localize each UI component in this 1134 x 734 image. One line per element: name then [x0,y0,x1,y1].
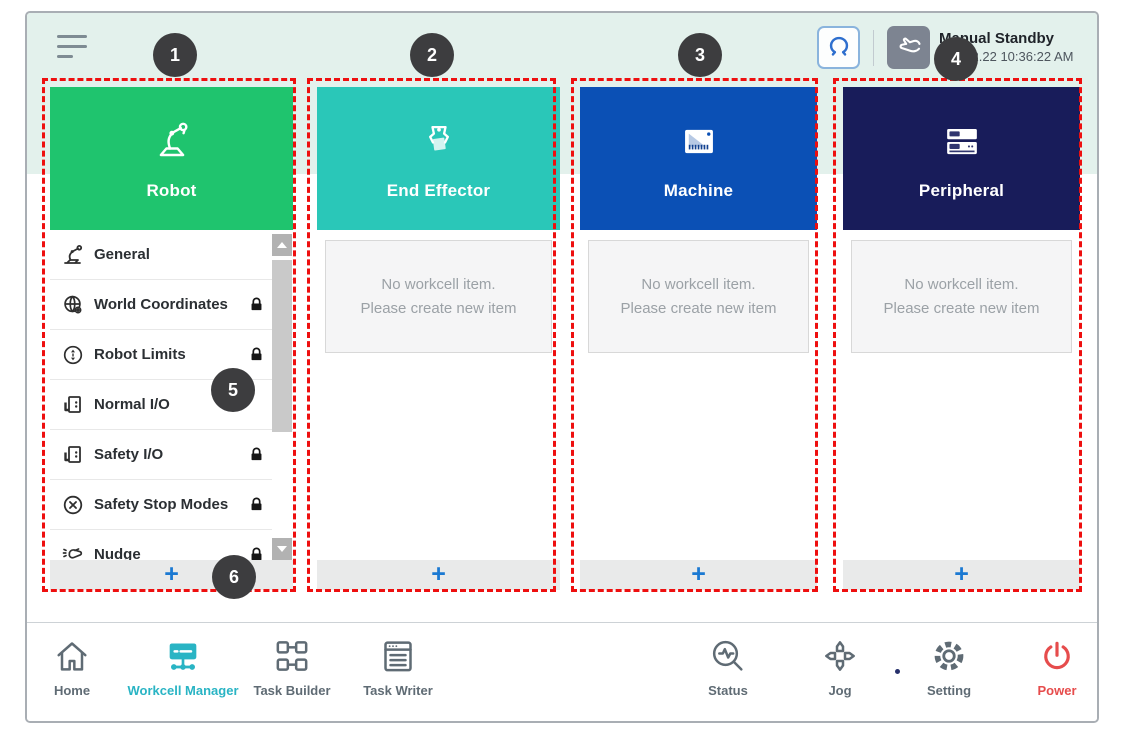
end-effector-card[interactable]: End Effector [317,87,560,230]
hand-icon [894,31,924,64]
lock-icon [248,346,265,368]
empty-state: No workcell item. Please create new item [851,240,1072,353]
list-item-safety-stop-modes[interactable]: Safety Stop Modes [50,480,293,530]
list-item-label: Robot Limits [94,346,186,363]
annotation-circle-6: 6 [212,555,256,599]
scrollbar [272,234,292,560]
end-effector-column: End Effector No workcell item. Please cr… [317,87,560,590]
safety-stop-modes-icon [60,492,86,518]
nav-task-writer[interactable]: Task Writer [338,633,458,698]
robot-limits-icon [60,342,86,368]
peripheral-card[interactable]: Peripheral [843,87,1080,230]
status-icon [678,633,778,679]
power-icon [1007,633,1097,679]
list-item-label: Normal I/O [94,396,170,413]
annotation-circle-2: 2 [410,33,454,77]
lock-icon [248,496,265,518]
empty-line-1: No workcell item. [904,276,1019,293]
normal-io-icon [60,392,86,418]
robot-column: Robot General [50,87,293,590]
manual-mode-button[interactable] [887,26,930,69]
empty-line-1: No workcell item. [641,276,756,293]
menu-icon-line [57,55,73,58]
bottom-navigation: Home Workcell Manager [27,622,1097,721]
peripheral-add-button[interactable]: + [843,560,1080,590]
list-item-robot-limits[interactable]: Robot Limits [50,330,293,380]
task-writer-icon [338,633,458,679]
menu-button[interactable] [57,35,89,61]
list-item-normal-io[interactable]: Normal I/O [50,380,293,430]
plus-icon: + [691,560,706,588]
scrollbar-thumb[interactable] [272,260,292,432]
gripper-icon [825,32,853,63]
robot-title: Robot [146,181,197,200]
list-item-general[interactable]: General [50,230,293,280]
workcell-manager-icon [113,633,253,679]
empty-state: No workcell item. Please create new item [588,240,809,353]
robot-card[interactable]: Robot [50,87,293,230]
peripheral-column: Peripheral No workcell item. Please crea… [843,87,1080,590]
nav-setting[interactable]: Setting [899,633,999,698]
empty-line-2: Please create new item [620,300,777,317]
annotation-circle-1: 1 [153,33,197,77]
list-item-world-coordinates[interactable]: World Coordinates [50,280,293,330]
list-item-safety-io[interactable]: Safety I/O [50,430,293,480]
lock-icon [248,446,265,468]
end-effector-icon [413,116,465,173]
end-effector-add-button[interactable]: + [317,560,560,590]
notification-dot [895,669,900,674]
safety-io-icon [60,442,86,468]
nav-home[interactable]: Home [32,633,112,698]
list-item-label: Safety I/O [94,446,164,463]
world-coordinates-icon [60,292,86,318]
nav-status[interactable]: Status [678,633,778,698]
empty-line-1: No workcell item. [381,276,496,293]
machine-column: Machine No workcell item. Please create … [580,87,817,590]
lock-icon [248,296,265,318]
menu-icon-line [57,45,87,48]
peripheral-icon [936,116,988,173]
scroll-down-button[interactable] [272,538,292,560]
list-item-nudge[interactable]: Nudge [50,530,293,560]
nav-task-builder[interactable]: Task Builder [232,633,352,698]
robot-add-button[interactable]: + [50,560,293,590]
annotation-circle-5: 5 [211,368,255,412]
annotation-circle-3: 3 [678,33,722,77]
nav-workcell-manager[interactable]: Workcell Manager [113,633,253,698]
lock-icon [248,546,265,560]
app-window: Manual Standby 2022.2.22 10:36:22 AM Rob… [25,11,1099,723]
machine-title: Machine [663,181,734,200]
nudge-icon [60,542,86,561]
machine-card[interactable]: Machine [580,87,817,230]
plus-icon: + [954,560,969,588]
scroll-up-button[interactable] [272,234,292,256]
machine-add-button[interactable]: + [580,560,817,590]
list-item-label: Nudge [94,546,141,560]
robot-item-list: General World Coordinates [50,230,293,560]
gripper-status-button[interactable] [817,26,860,69]
nav-power[interactable]: Power [1007,633,1097,698]
end-effector-title: End Effector [386,181,491,200]
empty-state: No workcell item. Please create new item [325,240,552,353]
plus-icon: + [164,560,179,588]
home-icon [32,633,112,679]
nav-jog[interactable]: Jog [790,633,890,698]
peripheral-title: Peripheral [918,181,1005,200]
empty-line-2: Please create new item [883,300,1040,317]
jog-icon [790,633,890,679]
general-icon [60,242,86,268]
list-item-label: Safety Stop Modes [94,496,229,513]
empty-line-2: Please create new item [360,300,517,317]
setting-icon [899,633,999,679]
plus-icon: + [431,560,446,588]
list-item-label: General [94,246,150,263]
topbar-divider [873,30,874,66]
task-builder-icon [232,633,352,679]
machine-icon [673,116,725,173]
list-item-label: World Coordinates [94,296,228,313]
annotation-circle-4: 4 [934,37,978,81]
robot-icon [146,116,198,173]
menu-icon [57,35,87,38]
